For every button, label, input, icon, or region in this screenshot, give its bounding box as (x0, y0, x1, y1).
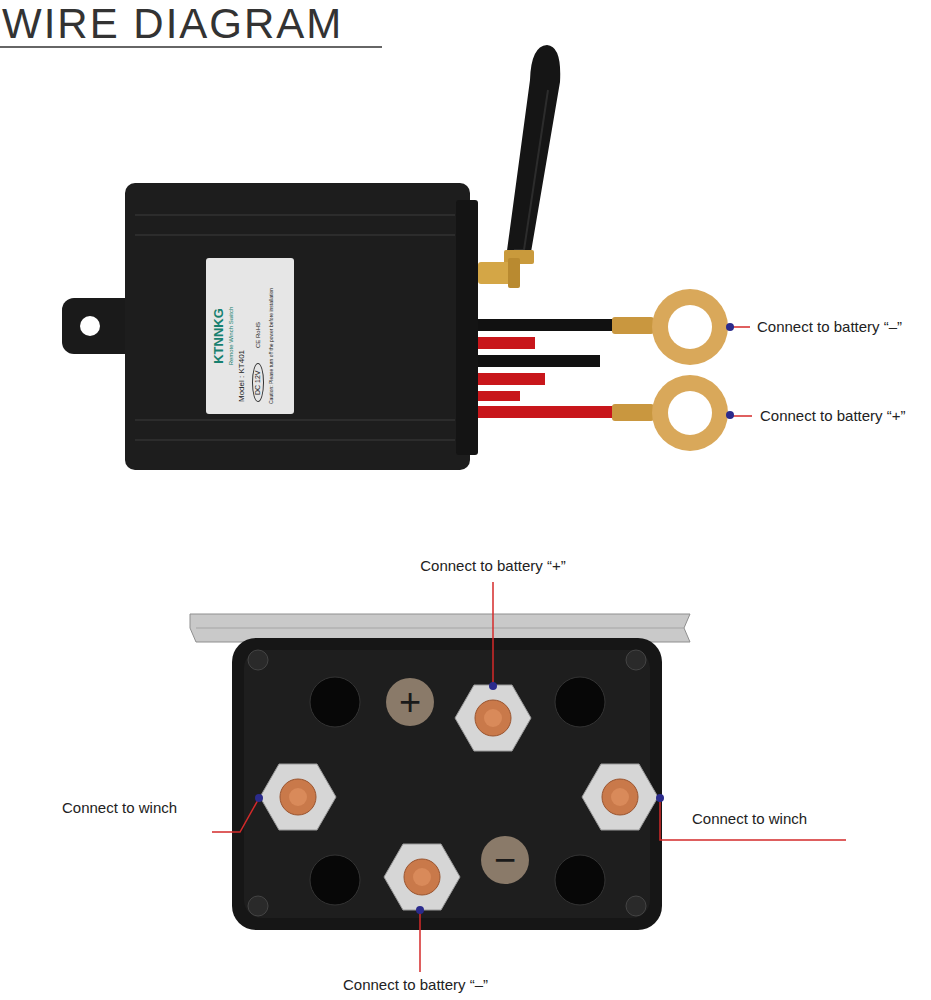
callout-label: Connect to winch (62, 799, 177, 816)
polarity-mark: + (399, 683, 421, 721)
caution-note: Caution: Please turn off the power befor… (269, 268, 275, 404)
model-number: Model : KT401 (237, 270, 246, 402)
callout-label: Connect to battery “–” (757, 318, 902, 335)
cert-marks: CE RoHS (255, 270, 262, 348)
ring-terminal (612, 375, 728, 451)
mounting-bracket (190, 614, 690, 642)
callout-label: Connect to battery “–” (343, 976, 488, 993)
callout-label: Connect to battery “+” (760, 407, 906, 424)
terminal-stud (582, 764, 658, 830)
title-underline (0, 46, 382, 48)
callout-label: Connect to battery “+” (420, 557, 566, 574)
terminal-stud (384, 844, 460, 910)
product-name: Remote Winch Switch (228, 262, 235, 410)
voltage-oval: DC 12V (252, 363, 264, 402)
leader-line (212, 794, 263, 832)
leader-line (656, 794, 846, 840)
wires (466, 325, 615, 412)
remote-module-housing (125, 183, 478, 470)
antenna (478, 45, 560, 288)
leader-line (416, 906, 424, 972)
terminal-stud (455, 685, 531, 751)
brand-name: KTNNKG (212, 262, 227, 410)
callout-label: Connect to winch (692, 810, 807, 827)
leader-line (489, 582, 497, 690)
voltage-rating: DC 12V (254, 370, 262, 395)
label-sticker: KTNNKGRemote Winch SwitchModel : KT401 CE… (210, 262, 290, 410)
diagram-title: WIRE DIAGRAM (2, 3, 343, 45)
terminal-stud (260, 764, 336, 830)
solenoid-contactor (232, 638, 662, 930)
ring-terminal (612, 289, 728, 365)
leader-line (726, 323, 750, 331)
polarity-mark: − (494, 841, 516, 879)
leader-line (726, 411, 752, 419)
